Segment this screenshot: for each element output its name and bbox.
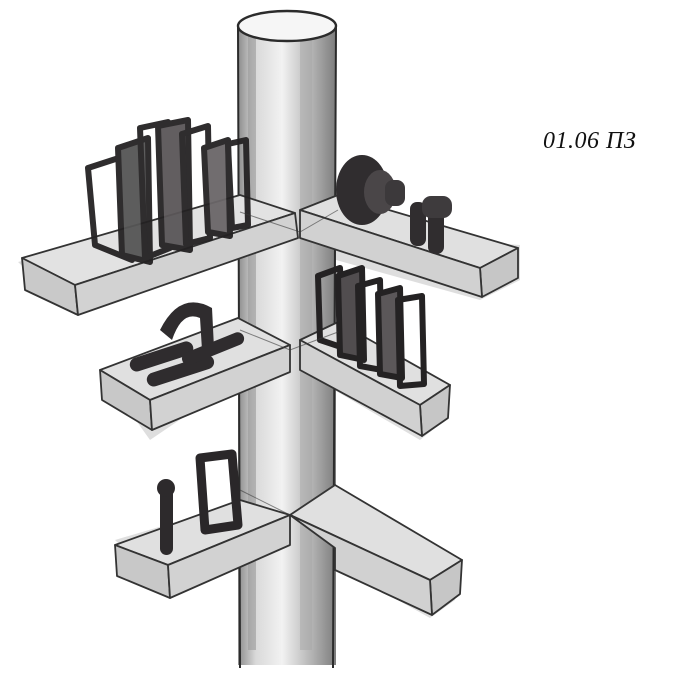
books-top-left — [85, 117, 251, 265]
objects-bottom-left — [157, 449, 243, 555]
sketch-lines — [239, 209, 339, 516]
objects-top-right — [336, 155, 452, 254]
books-middle-right — [315, 265, 427, 389]
sheet-caption: 01.06 ПЗ — [543, 128, 637, 154]
objects-middle-left — [129, 302, 245, 387]
